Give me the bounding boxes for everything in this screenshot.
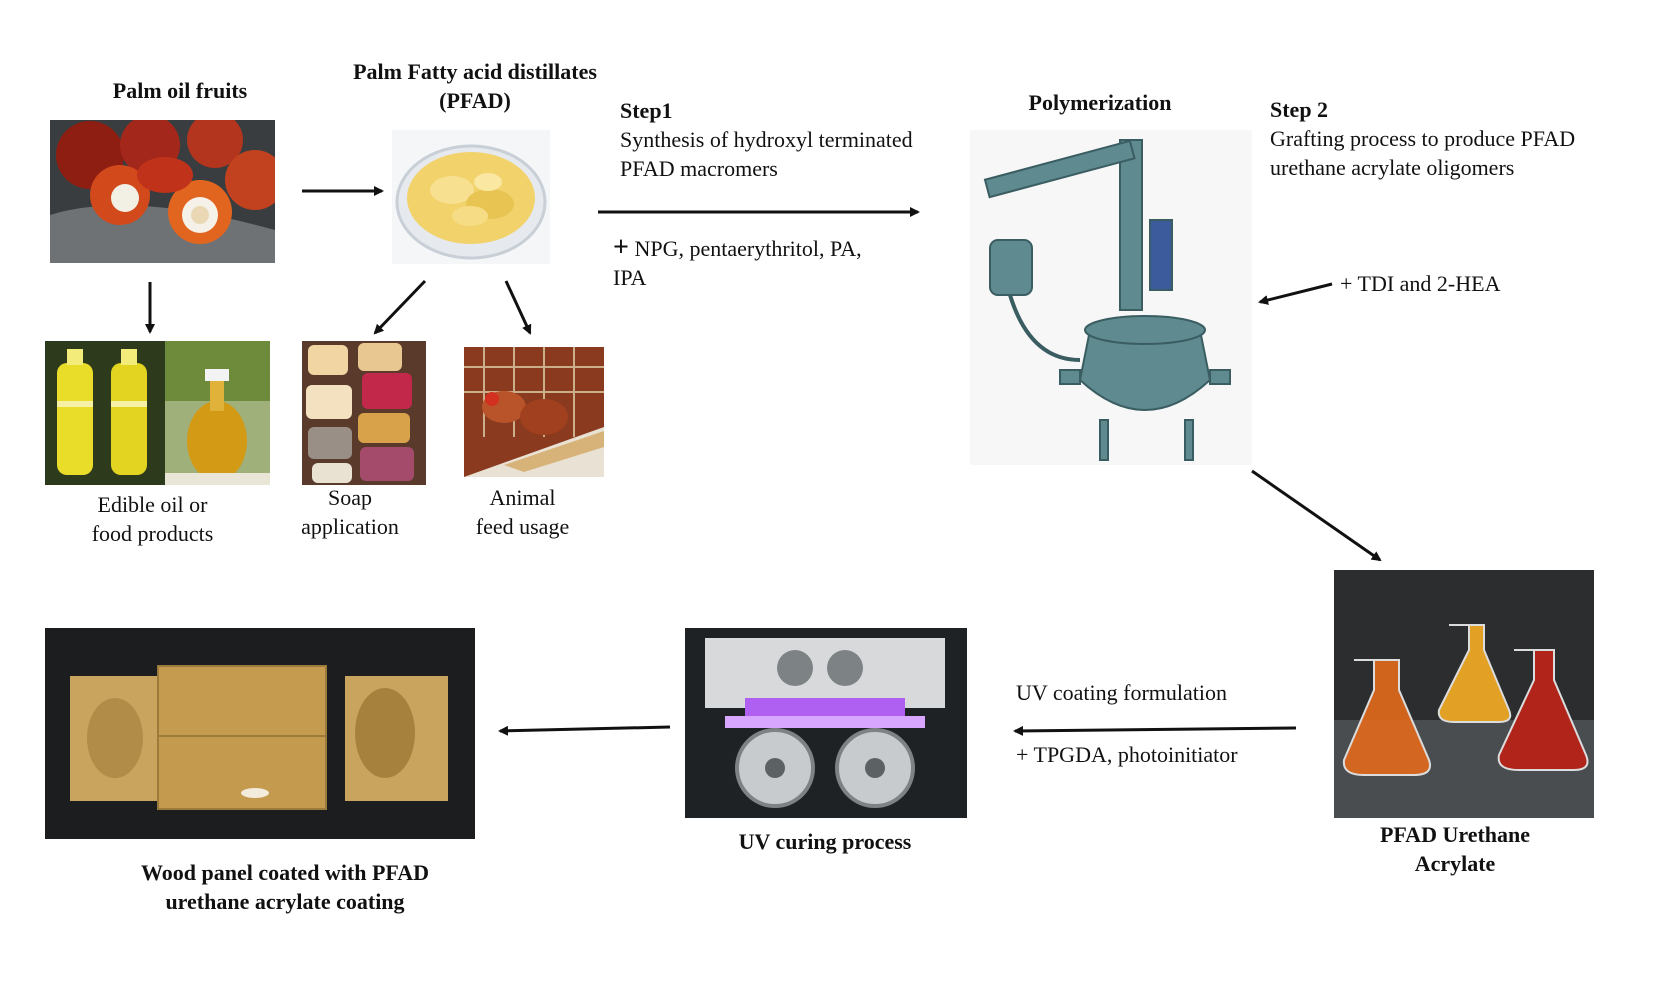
oil-bottles-photo	[45, 341, 270, 485]
step2-reagents-label: + TDI and 2-HEA	[1340, 271, 1501, 296]
palm-oil-fruits-label: Palm oil fruits	[112, 78, 248, 103]
wood-panel-label: Wood panel coated with PFAD urethane acr…	[140, 860, 430, 914]
animal-feed-label: Animal feed usage	[475, 485, 570, 539]
plus-sign: +	[613, 232, 629, 263]
reactor-vessel-illustration	[970, 130, 1252, 465]
edible-oil-label: Edible oil or food products	[91, 492, 214, 546]
coated-wood-panel-photo	[45, 628, 475, 839]
arrow-pfad-to-soap	[373, 279, 427, 335]
step1-label: Step1 Synthesis of hydroxyl terminated P…	[620, 98, 913, 181]
uv-curing-label: UV curing process	[738, 829, 912, 854]
step2-label: Step 2 Grafting process to produce PFAD …	[1270, 97, 1576, 180]
arrow-uv-curing-to-wood	[498, 725, 671, 736]
pfad-label: Palm Fatty acid distillates (PFAD)	[353, 59, 597, 113]
polymerization-label: Polymerization	[1028, 90, 1172, 115]
arrow-reactor-to-acrylate	[1251, 469, 1382, 562]
uv-curing-machine-photo	[685, 628, 967, 818]
step1-reagents-label: + NPG, pentaerythritol, PA, IPA	[613, 232, 862, 290]
soap-label: Soap application	[301, 485, 399, 539]
soap-bars-photo	[302, 341, 426, 485]
pfad-flakes-photo	[392, 130, 550, 264]
uv-reagents-label: + TPGDA, photoinitiator	[1016, 742, 1238, 767]
acrylate-flasks-photo	[1334, 570, 1594, 818]
palm-fruit-photo	[50, 120, 275, 263]
uv-formulation-label: UV coating formulation	[1016, 680, 1227, 705]
arrow-acrylate-to-uv-curing	[1013, 725, 1297, 736]
arrow-pfad-to-feed	[504, 280, 532, 335]
arrow-tdi-into-reactor	[1258, 282, 1333, 305]
chicken-feed-photo	[464, 347, 604, 477]
pfad-urethane-acrylate-label: PFAD Urethane Acrylate	[1379, 822, 1531, 876]
